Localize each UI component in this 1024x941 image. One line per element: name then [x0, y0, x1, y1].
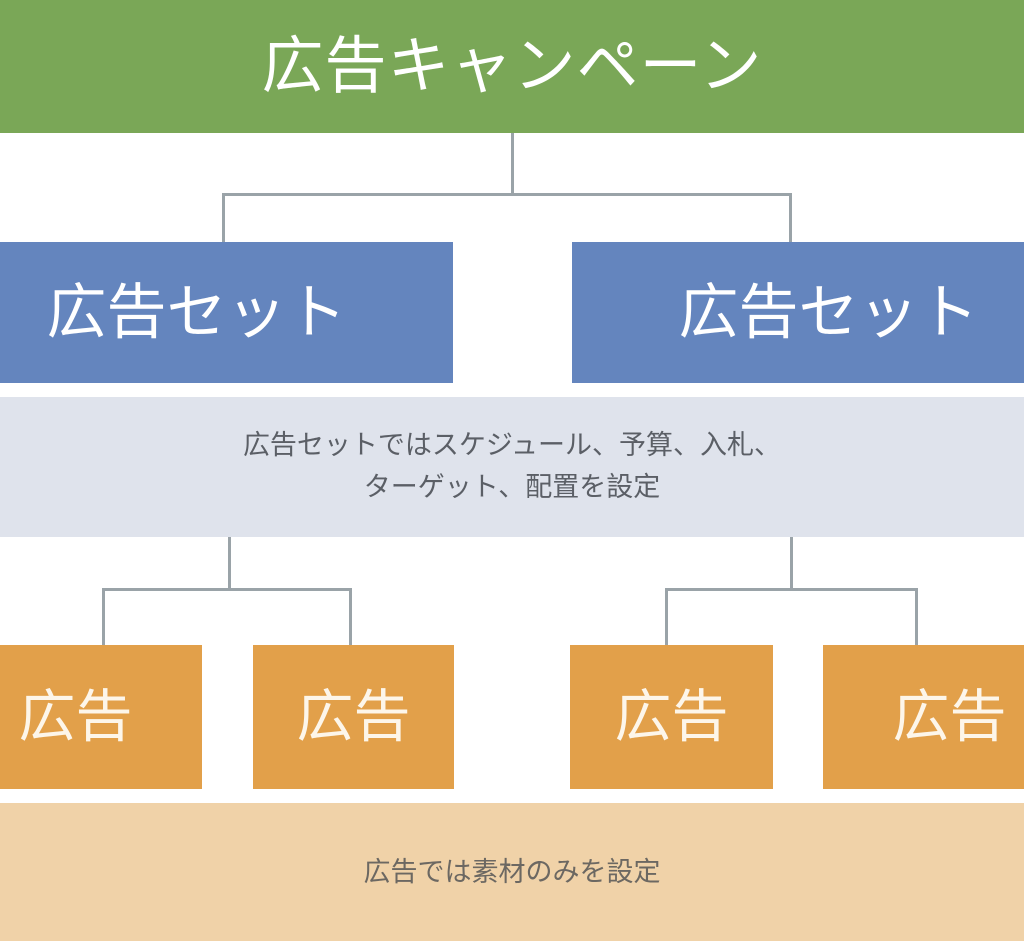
adset-node-2: 広告セット: [572, 242, 1024, 383]
connector-campaign-trunk: [511, 133, 514, 195]
adset-note-line-1: 広告セットではスケジュール、予算、入札、: [242, 430, 782, 461]
adset-label-1: 広告セット: [46, 278, 347, 346]
adset-node-1: 広告セット: [0, 242, 453, 383]
connector-ads-bus-left: [102, 588, 352, 591]
ad-node-1: 広告: [0, 645, 202, 789]
connector-ad1-drop: [102, 588, 105, 646]
connector-adset-bus: [222, 193, 792, 196]
connector-adset-left-drop: [222, 193, 225, 244]
connector-ads-bus-right: [665, 588, 918, 591]
ad-label-1: 広告: [18, 684, 133, 749]
adset-note-line-2: ターゲット、配置を設定: [363, 472, 661, 502]
ad-label-2: 広告: [296, 684, 411, 749]
connector-adset2-trunk: [790, 537, 793, 590]
ad-note-band: 広告では素材のみを設定: [0, 803, 1024, 941]
ad-node-2: 広告: [253, 645, 454, 789]
ad-node-4: 広告: [823, 645, 1024, 789]
ad-label-4: 広告: [892, 684, 1007, 749]
adset-label-2: 広告セット: [678, 278, 979, 346]
campaign-label: 広告キャンペーン: [261, 31, 763, 101]
connector-adset-right-drop: [789, 193, 792, 244]
ad-note-line-1: 広告では素材のみを設定: [363, 856, 661, 887]
connector-ad3-drop: [665, 588, 668, 646]
connector-ad4-drop: [915, 588, 918, 646]
ad-label-3: 広告: [614, 684, 729, 749]
connector-adset1-trunk: [228, 537, 231, 590]
campaign-node: 広告キャンペーン: [0, 0, 1024, 133]
connector-ad2-drop: [349, 588, 352, 646]
adset-note-band: 広告セットではスケジュール、予算、入札、 ターゲット、配置を設定: [0, 397, 1024, 537]
ad-node-3: 広告: [570, 645, 773, 789]
